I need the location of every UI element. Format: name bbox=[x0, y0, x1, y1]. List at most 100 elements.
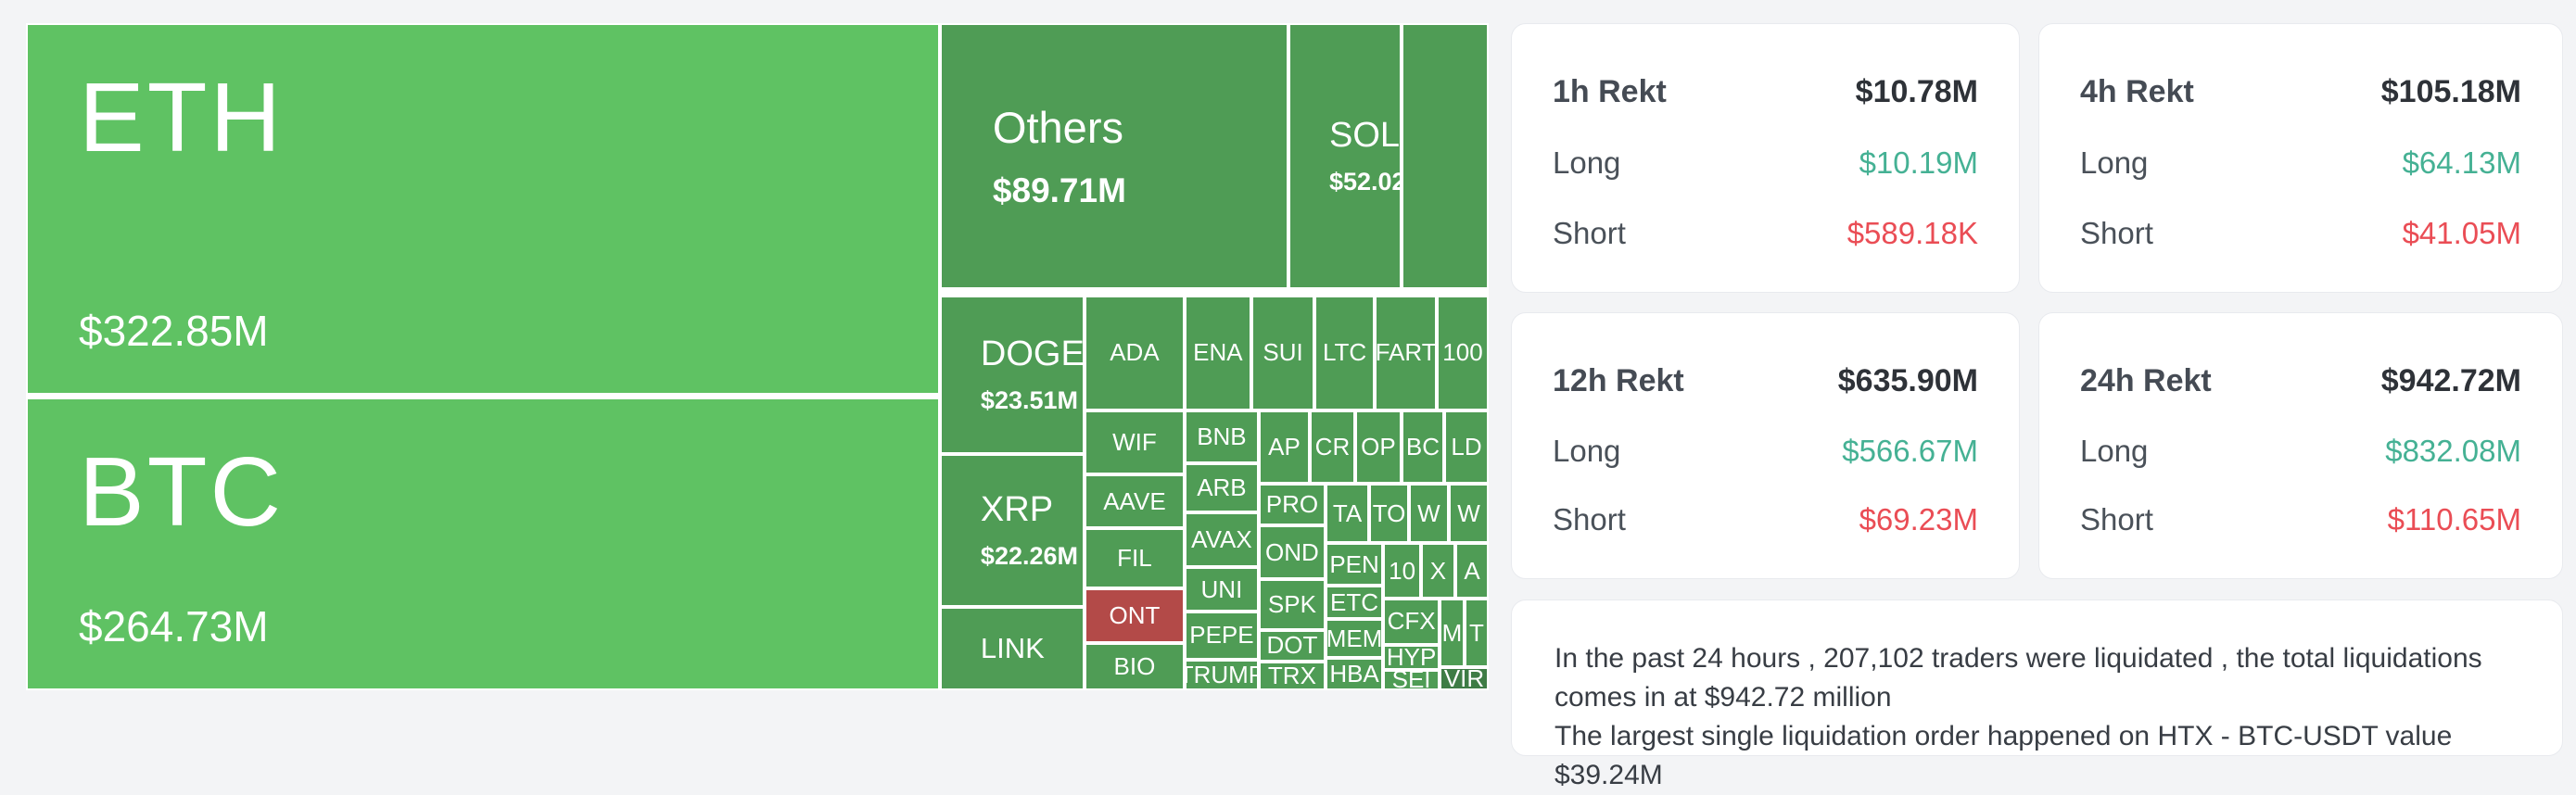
treemap-cell-others[interactable]: Others$89.71M bbox=[939, 23, 1288, 289]
treemap-cell-hba[interactable]: HBA bbox=[1326, 658, 1384, 690]
treemap-cell-cfx[interactable]: CFX bbox=[1383, 599, 1440, 645]
treemap-cell-ont[interactable]: ONT bbox=[1084, 587, 1185, 643]
short-label: Short bbox=[1553, 216, 1626, 250]
card-total: $105.18M bbox=[2380, 74, 2521, 109]
cell-label: BC bbox=[1405, 433, 1440, 461]
treemap-cell-doge[interactable]: DOGE$23.51M bbox=[939, 295, 1085, 454]
cell-label: DOT bbox=[1266, 631, 1318, 660]
cell-label: FIL bbox=[1117, 543, 1152, 572]
treemap-cell-mem[interactable]: MEM bbox=[1326, 619, 1384, 658]
treemap-cell-sui[interactable]: SUI bbox=[1251, 295, 1315, 410]
short-value: $69.23M bbox=[1859, 502, 1978, 536]
cell-label: M bbox=[1441, 618, 1463, 647]
cell-label: LTC bbox=[1322, 338, 1367, 367]
rekt-card-4h: 4h Rekt $105.18M Long $64.13M Short $41.… bbox=[2038, 23, 2563, 293]
short-value: $110.65M bbox=[2387, 502, 2521, 536]
short-value: $41.05M bbox=[2402, 216, 2521, 250]
treemap-cell-btc[interactable]: BTC$264.73M bbox=[26, 397, 940, 690]
long-label: Long bbox=[1553, 145, 1621, 180]
card-header-row: 4h Rekt $105.18M bbox=[2080, 74, 2521, 110]
cell-label: ETC bbox=[1330, 587, 1379, 616]
treemap-cell-sei[interactable]: SEI bbox=[1383, 669, 1440, 690]
treemap-cell-w[interactable]: W bbox=[1408, 484, 1449, 544]
treemap-cell-fil[interactable]: FIL bbox=[1084, 527, 1185, 588]
treemap-cell-ada[interactable]: ADA bbox=[1084, 295, 1185, 410]
treemap-cell-sol[interactable]: SOL $52.02M bbox=[1288, 23, 1402, 289]
cell-label: PEN bbox=[1329, 549, 1379, 578]
treemap-cell-10[interactable]: 10 bbox=[1383, 543, 1422, 599]
treemap-cell-vir[interactable]: VIR bbox=[1439, 667, 1489, 690]
short-label: Short bbox=[2080, 502, 2153, 536]
cell-label: Others bbox=[992, 102, 1123, 152]
treemap-cell-spk[interactable]: SPK bbox=[1258, 578, 1326, 630]
treemap-cell-avax[interactable]: AVAX bbox=[1184, 511, 1259, 567]
treemap-cell-trx[interactable]: TRX bbox=[1258, 661, 1326, 690]
cell-label: OP bbox=[1361, 433, 1396, 461]
treemap-cell-100[interactable]: 100 bbox=[1436, 295, 1489, 410]
cell-label: AP bbox=[1268, 433, 1301, 461]
cell-label: W bbox=[1457, 498, 1480, 527]
treemap-cell-bio[interactable]: BIO bbox=[1084, 643, 1185, 690]
treemap-cell-t[interactable]: T bbox=[1464, 599, 1489, 668]
treemap-cell-dot[interactable]: DOT bbox=[1258, 629, 1326, 662]
cell-label: TO bbox=[1372, 498, 1406, 527]
summary-line-2: The largest single liquidation order hap… bbox=[1554, 721, 2453, 790]
treemap-cell-arb[interactable]: ARB bbox=[1184, 462, 1259, 512]
cell-label: ETH bbox=[79, 63, 284, 172]
cell-label: PEPE bbox=[1189, 621, 1254, 650]
treemap-cell-w[interactable]: W bbox=[1449, 484, 1489, 544]
treemap-cell-ond[interactable]: OND bbox=[1258, 525, 1326, 580]
treemap-cell-op[interactable]: OP bbox=[1354, 410, 1402, 484]
treemap-cell-pro[interactable]: PRO bbox=[1258, 484, 1326, 526]
cell-label: 10 bbox=[1389, 556, 1416, 585]
cell-label: BNB bbox=[1197, 423, 1247, 451]
treemap-cell-x[interactable]: X bbox=[1420, 543, 1455, 599]
cell-value: $22.26M bbox=[980, 541, 1078, 570]
card-long-row: Long $566.67M bbox=[1553, 434, 1978, 469]
card-long-row: Long $64.13M bbox=[2080, 145, 2521, 181]
treemap-cell-aave[interactable]: AAVE bbox=[1084, 474, 1185, 529]
treemap-cell-pepe[interactable]: PEPE bbox=[1184, 611, 1259, 660]
cell-label: HBA bbox=[1329, 660, 1379, 688]
treemap-cell-ap[interactable]: AP bbox=[1258, 410, 1310, 484]
treemap-cell-ld[interactable]: LD bbox=[1444, 410, 1489, 484]
long-value: $832.08M bbox=[2385, 433, 2521, 468]
treemap-cell-bnb[interactable]: BNB bbox=[1184, 410, 1259, 464]
cell-label: BIO bbox=[1113, 652, 1156, 680]
treemap-cell-cr[interactable]: CR bbox=[1310, 410, 1355, 484]
cell-label: OND bbox=[1265, 537, 1319, 566]
card-total: $10.78M bbox=[1855, 74, 1978, 109]
cell-label: A bbox=[1464, 556, 1480, 585]
treemap-cell-ena[interactable]: ENA bbox=[1184, 295, 1251, 410]
cell-label: UNI bbox=[1200, 574, 1243, 603]
card-total: $635.90M bbox=[1837, 363, 1978, 398]
short-value: $589.18K bbox=[1846, 216, 1978, 250]
treemap-cell-hyp[interactable]: HYP bbox=[1383, 644, 1440, 670]
cell-value: $52.02M bbox=[1328, 167, 1400, 196]
treemap-cell-eth[interactable]: ETH$322.85M bbox=[26, 23, 940, 395]
cell-label: ADA bbox=[1110, 338, 1160, 367]
liquidation-summary-card: In the past 24 hours , 207,102 traders w… bbox=[1511, 599, 2563, 790]
treemap-cell-trump[interactable]: TRUMP bbox=[1184, 660, 1259, 690]
treemap-cell-etc[interactable]: ETC bbox=[1326, 586, 1384, 620]
treemap-cell-to[interactable]: TO bbox=[1369, 484, 1409, 544]
short-label: Short bbox=[1553, 502, 1626, 536]
cell-label: SPK bbox=[1267, 589, 1316, 618]
treemap-cell-a[interactable]: A bbox=[1455, 543, 1489, 599]
treemap-cell-link[interactable]: LINK bbox=[939, 607, 1085, 690]
rekt-card-12h: 12h Rekt $635.90M Long $566.67M Short $6… bbox=[1511, 312, 2020, 579]
treemap-cell-m[interactable]: M bbox=[1439, 599, 1465, 668]
treemap-cell-pen[interactable]: PEN bbox=[1326, 543, 1384, 587]
treemap-cell-uni[interactable]: UNI bbox=[1184, 567, 1259, 612]
rekt-card-24h: 24h Rekt $942.72M Long $832.08M Short $1… bbox=[2038, 312, 2563, 579]
cell-label: SOL bbox=[1328, 115, 1401, 155]
cell-label: VIR bbox=[1443, 667, 1485, 690]
treemap-cell-fart[interactable]: FART bbox=[1375, 295, 1438, 410]
treemap-cell-ltc[interactable]: LTC bbox=[1314, 295, 1376, 410]
treemap-cell-wif[interactable]: WIF bbox=[1084, 410, 1185, 474]
treemap-cell-bc[interactable]: BC bbox=[1401, 410, 1444, 484]
treemap-cell-blank[interactable] bbox=[1401, 23, 1489, 289]
treemap-cell-ta[interactable]: TA bbox=[1326, 484, 1370, 544]
treemap-cell-xrp[interactable]: XRP$22.26M bbox=[939, 453, 1085, 607]
